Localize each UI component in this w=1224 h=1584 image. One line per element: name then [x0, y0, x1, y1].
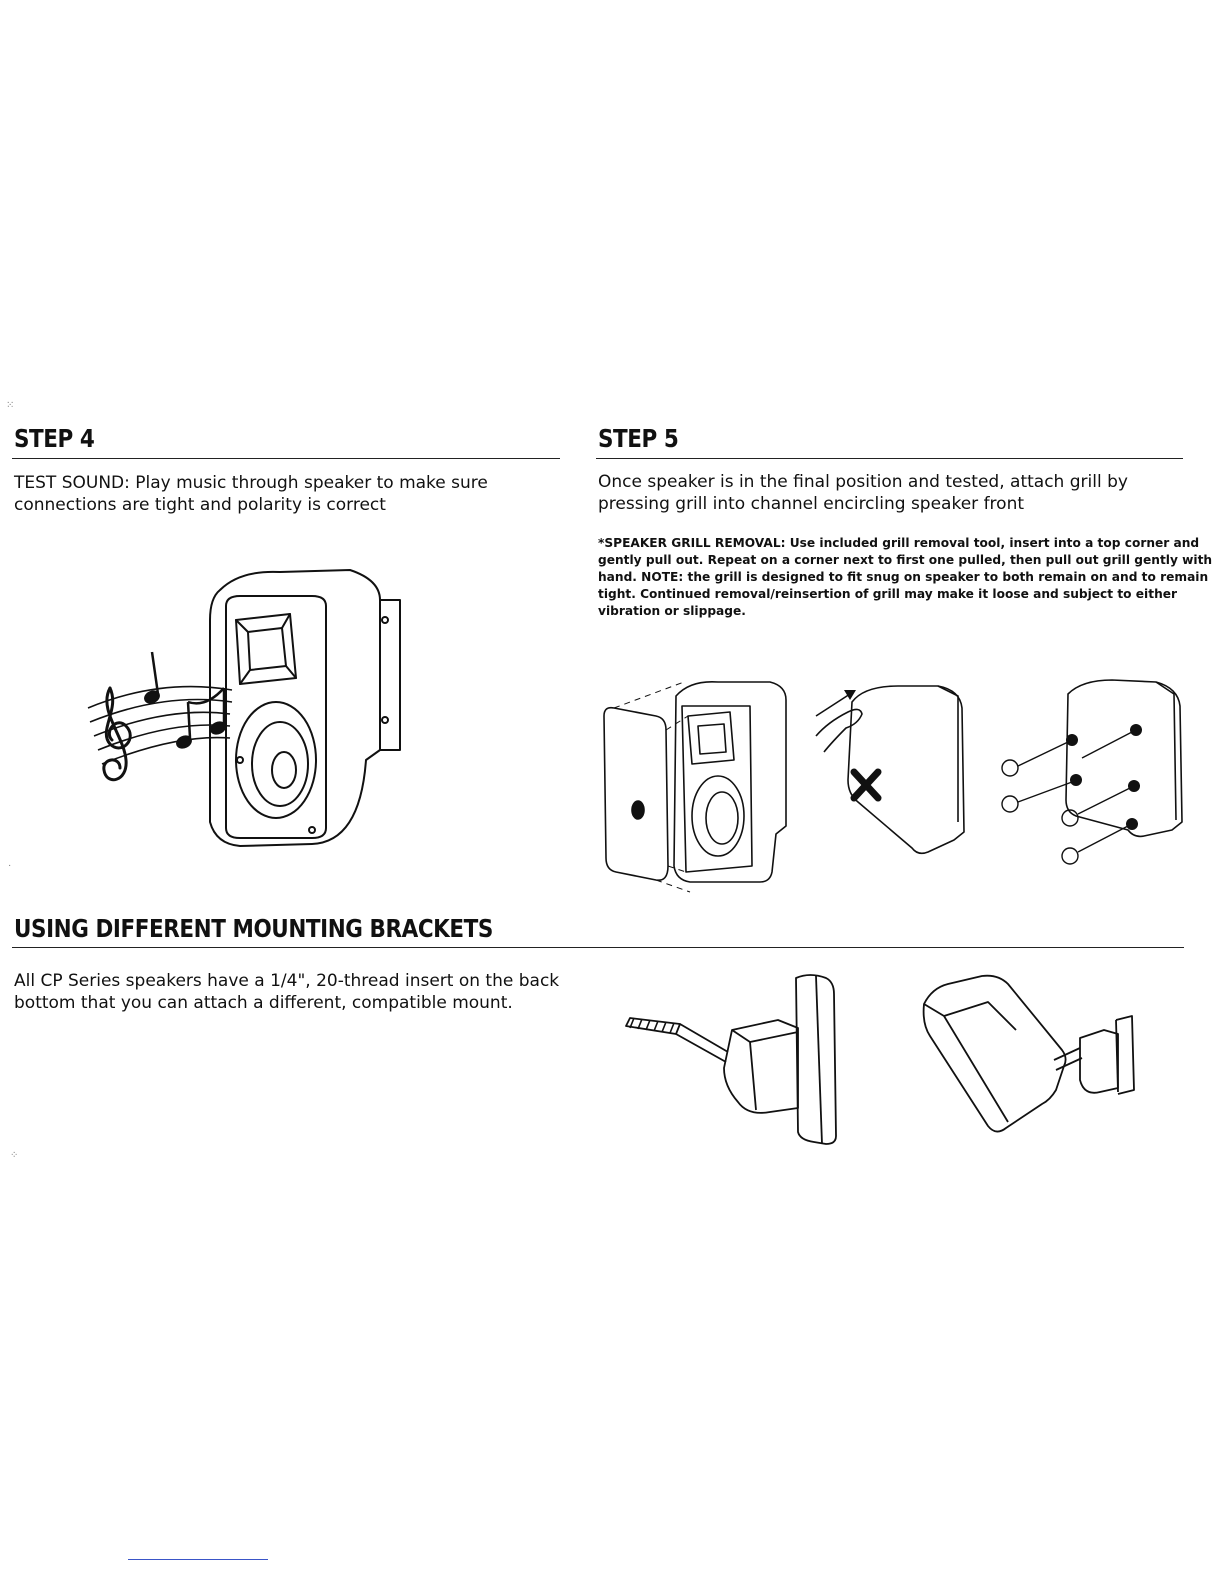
brackets-text-line2: bottom that you can attach a different, …	[14, 993, 513, 1013]
brackets-text-line1: All CP Series speakers have a 1/4", 20-t…	[14, 971, 560, 991]
scan-speck: ·	[8, 860, 12, 871]
step4-text-line2: connections are tight and polarity is co…	[14, 495, 386, 515]
step5-heading: STEP 5	[598, 424, 679, 453]
scan-speck: ⁘	[10, 1150, 19, 1161]
grill-removal-note-line5: vibration or slippage.	[598, 604, 746, 618]
scan-speck: ⁙	[6, 400, 15, 411]
step5-rule	[596, 458, 1183, 459]
step4-rule	[12, 458, 560, 459]
grill-pull-illustration	[808, 682, 978, 862]
grill-removal-note-line1: *SPEAKER GRILL REMOVAL: Use included gri…	[598, 536, 1200, 550]
step5-text-line1: Once speaker is in the final position an…	[598, 472, 1128, 492]
wall-bracket-screw-illustration	[620, 972, 850, 1148]
grill-removal-note-line4: tight. Continued removal/reinsertion of …	[598, 587, 1178, 601]
brackets-rule	[12, 947, 1184, 948]
step5-text-line2: pressing grill into channel encircling s…	[598, 494, 1025, 514]
grill-removal-tools-illustration	[996, 676, 1186, 876]
step4-text-line1: TEST SOUND: Play music through speaker t…	[14, 473, 488, 493]
speaker-on-bracket-illustration	[918, 972, 1140, 1146]
footer-underline	[128, 1559, 268, 1560]
grill-removal-note-line3: hand. NOTE: the grill is designed to fit…	[598, 570, 1209, 584]
speaker-music-illustration	[80, 560, 420, 860]
grill-attach-illustration	[600, 676, 790, 896]
step4-heading: STEP 4	[14, 424, 95, 453]
grill-removal-note-line2: gently pull out. Repeat on a corner next…	[598, 553, 1213, 567]
brackets-heading: USING DIFFERENT MOUNTING BRACKETS	[14, 914, 493, 943]
